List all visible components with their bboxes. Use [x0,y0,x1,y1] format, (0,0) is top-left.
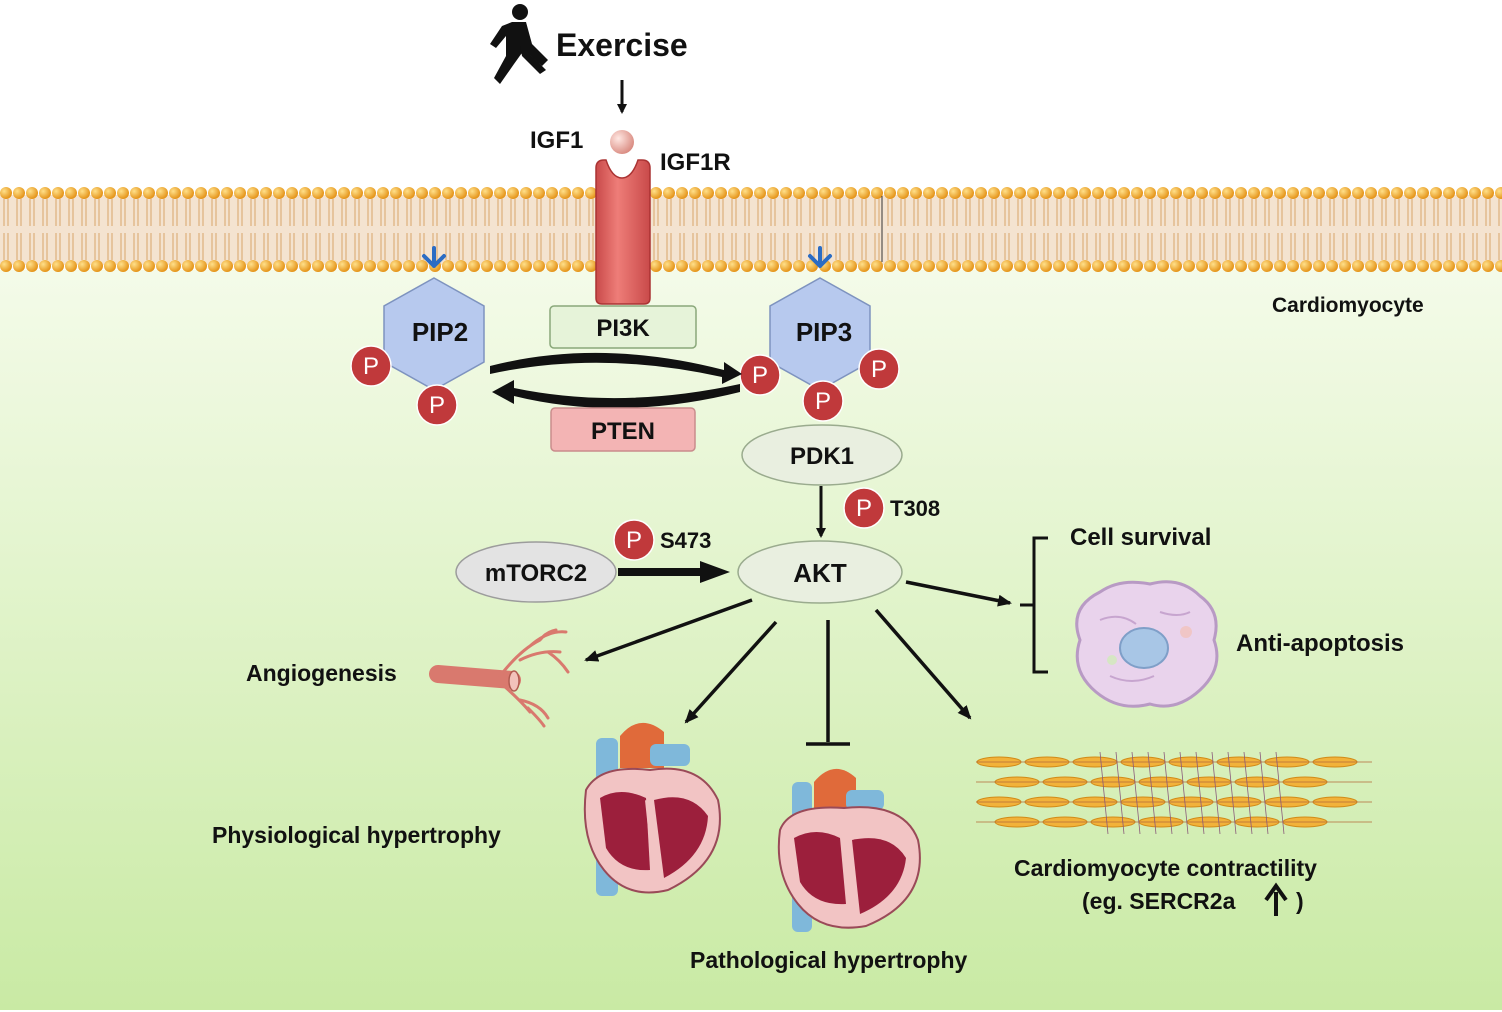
svg-text:P: P [752,362,768,389]
pip3-phospho-1: P [739,354,781,396]
apoptotic-cell-icon [1075,580,1219,708]
akt-to-survival-arrow [905,580,1012,607]
anti-apoptosis-label: Anti-apoptosis [1236,630,1404,657]
akt-to-angiogenesis-arrow [584,598,753,662]
svg-text:P: P [429,392,445,419]
svg-text:P: P [815,388,831,415]
pip3-to-pip2-arrow [492,380,740,409]
s473-label: S473 [660,528,711,553]
akt-to-physiological-arrow [684,620,778,724]
pip3-phospho-3: P [802,380,844,422]
contractility-close-paren: ) [1296,888,1304,914]
pten-label: PTEN [591,418,655,445]
s473-phospho: P [613,519,655,561]
contractility-label: Cardiomyocyte contractility [1014,855,1317,881]
pten-box [550,407,696,452]
mtorc2-node [455,541,617,603]
pip3-label: PIP3 [796,317,852,347]
t308-phospho: P [843,487,885,529]
contractility-example-label: (eg. SERCR2a [1082,888,1236,914]
svg-text:P: P [626,527,642,554]
mtorc2-to-akt-arrow [618,561,730,583]
pdk1-node [741,424,903,486]
blood-vessel-icon [429,628,570,728]
igf1r-receptor-icon [595,159,651,305]
igf1-ligand-icon [610,130,634,154]
svg-text:P: P [871,356,887,383]
heart-icon [777,768,921,932]
physiological-label: Physiological hypertrophy [212,822,501,848]
cell-survival-label: Cell survival [1070,524,1211,551]
pi3k-box [549,305,697,349]
pip2-phospho-2: P [416,384,458,426]
pip2-to-pip3-arrow [490,352,742,384]
pip2-label: PIP2 [412,317,468,347]
svg-text:P: P [856,495,872,522]
heart-icon [583,722,721,896]
pathological-label: Pathological hypertrophy [690,947,968,973]
akt-label: AKT [793,558,847,588]
pip3-phospho-2: P [858,348,900,390]
cardiomyocyte-label: Cardiomyocyte [1272,294,1424,317]
pdk1-label: PDK1 [790,443,854,470]
myofibril-icon [976,751,1372,835]
svg-text:P: P [363,353,379,380]
survival-bracket [1020,536,1048,674]
pi3k-label: PI3K [596,315,650,342]
angiogenesis-label: Angiogenesis [246,660,397,686]
akt-to-contractility-arrow [874,608,972,720]
cell-membrane [0,187,1502,272]
t308-label: T308 [890,496,940,521]
igf1-label: IGF1 [530,127,583,154]
igf1r-label: IGF1R [660,149,731,176]
mtorc2-label: mTORC2 [485,560,587,587]
up-arrow-icon [1264,882,1288,916]
akt-node [737,540,903,604]
runner-icon [490,4,548,84]
exercise-label: Exercise [556,27,688,63]
pip2-phospho-1: P [350,345,392,387]
